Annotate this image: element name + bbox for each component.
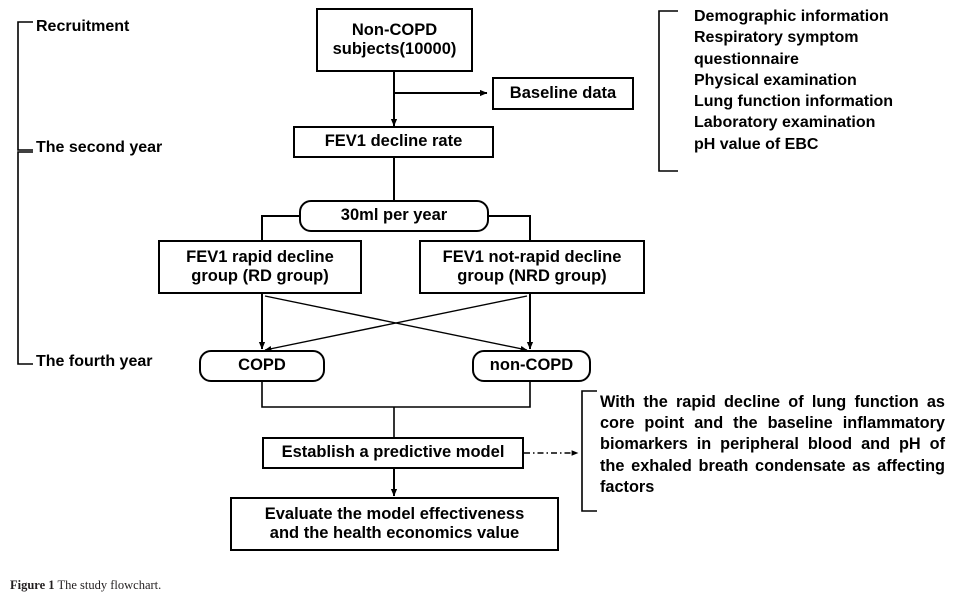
node-copd[interactable]: COPD [199, 350, 325, 382]
model-note-text: With the rapid decline of lung function … [600, 393, 945, 496]
node-threshold-30ml[interactable]: 30ml per year [299, 200, 489, 232]
baseline-measures-item: Physical examination [694, 71, 857, 89]
node-nrd-group-line2: group (NRD group) [457, 267, 607, 285]
timeline-label-recruitment: Recruitment [36, 18, 130, 35]
baseline-measures-item: Respiratory symptom [694, 29, 859, 47]
edge-outcomes-merge [261, 382, 531, 408]
node-non-copd-subjects[interactable]: Non-COPD subjects(10000) [316, 8, 473, 72]
timeline-label-second-year: The second year [36, 139, 163, 156]
edge-threshold-to-rd [261, 215, 300, 240]
node-nrd-group[interactable]: FEV1 not-rapid decline group (NRD group) [419, 240, 645, 294]
node-evaluate-model-line1: Evaluate the model effectiveness [264, 504, 525, 523]
baseline-measures-item: pH value of EBC [694, 135, 819, 153]
node-non-copd-subjects-line1: Non-COPD [351, 20, 438, 39]
figure-caption: Figure 1 The study flowchart. [10, 578, 161, 593]
timeline-label-fourth-year: The fourth year [36, 353, 153, 370]
node-evaluate-model-line2: and the health economics value [269, 524, 520, 542]
edge-threshold-to-nrd [488, 215, 531, 240]
node-rd-group-line2: group (RD group) [191, 267, 329, 285]
baseline-measures-item: questionnaire [694, 50, 799, 68]
node-baseline-data[interactable]: Baseline data [492, 77, 634, 110]
node-non-copd[interactable]: non-COPD [472, 350, 591, 382]
node-rd-group-line1: FEV1 rapid decline [186, 247, 334, 266]
baseline-measures-item: Demographic information [694, 8, 889, 25]
node-non-copd-subjects-line2: subjects(10000) [332, 40, 457, 58]
edge-rd-to-noncopd [264, 295, 528, 352]
node-predictive-model[interactable]: Establish a predictive model [262, 437, 524, 469]
edge-nrd-to-copd [264, 295, 528, 352]
model-note-bracket [581, 390, 597, 512]
timeline-bracket-second-year [17, 151, 33, 365]
baseline-measures-bracket [658, 10, 678, 172]
timeline-bracket-recruitment [17, 21, 33, 151]
node-nrd-group-line1: FEV1 not-rapid decline [442, 247, 622, 266]
node-fev1-decline-rate[interactable]: FEV1 decline rate [293, 126, 494, 158]
baseline-measures-list: Demographic information Respiratory symp… [694, 6, 893, 155]
baseline-measures-item: Laboratory examination [694, 114, 876, 132]
baseline-measures-item: Lung function information [694, 93, 894, 111]
figure-caption-text: The study flowchart. [57, 578, 162, 592]
node-rd-group[interactable]: FEV1 rapid decline group (RD group) [158, 240, 362, 294]
node-evaluate-model[interactable]: Evaluate the model effectiveness and the… [230, 497, 559, 551]
figure-caption-label: Figure 1 [10, 578, 55, 592]
